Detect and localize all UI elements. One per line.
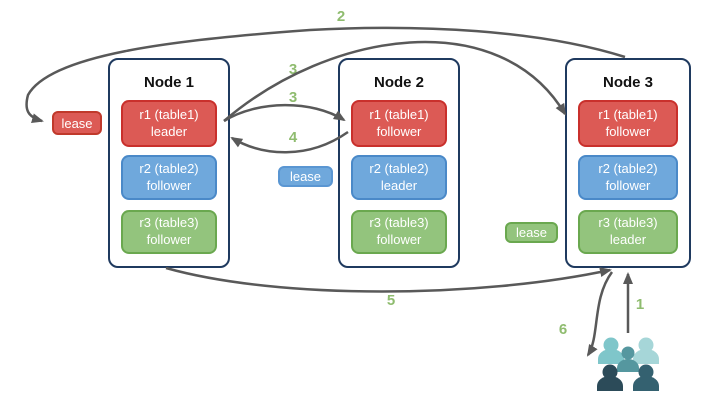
users-group-icon [597, 337, 659, 391]
step-label-1: 1 [635, 296, 645, 313]
node-2-replica-r1: r1 (table1) follower [351, 100, 447, 147]
step-label-6: 6 [558, 321, 568, 338]
node-2: Node 2 r1 (table1) follower r2 (table2) … [338, 58, 460, 268]
replica-name: r2 (table2) [139, 160, 199, 176]
replica-role: follower [376, 232, 422, 247]
node-3-replica-r3: r3 (table3) leader [578, 210, 678, 254]
node-1: Node 1 r1 (table1) leader r2 (table2) fo… [108, 58, 230, 268]
step-label-3b: 3 [288, 89, 298, 106]
replica-role: follower [146, 177, 192, 193]
lease-badge-table2: lease [278, 166, 333, 187]
replica-role: follower [605, 123, 651, 139]
replica-name: r1 (table1) [139, 106, 199, 122]
node-3-title: Node 3 [602, 74, 653, 91]
node-2-title: Node 2 [373, 74, 424, 91]
node-2-replica-r3: r3 (table3) follower [351, 210, 447, 254]
replica-name: r3 (table3) [369, 215, 429, 231]
replica-name: r2 (table2) [598, 160, 658, 176]
user-navy [633, 364, 659, 391]
step-label-2: 2 [336, 8, 346, 25]
arrow-step-3-to-node2 [223, 103, 346, 123]
replica-name: r3 (table3) [139, 215, 199, 231]
user-navy-dark [597, 364, 623, 391]
user-teal-mid [617, 346, 639, 372]
step-label-3a: 3 [288, 61, 298, 78]
node-3: Node 3 r1 (table1) follower r2 (table2) … [565, 58, 691, 268]
replica-role: leader [609, 232, 647, 247]
node-1-replica-r2: r2 (table2) follower [121, 155, 217, 200]
node-1-title: Node 1 [143, 74, 194, 91]
step-label-5: 5 [386, 292, 396, 309]
lease-badge-table1: lease [52, 111, 102, 135]
node-1-replica-r3: r3 (table3) follower [121, 210, 217, 254]
step-label-4: 4 [288, 129, 298, 146]
node-2-replica-r2: r2 (table2) leader [351, 155, 447, 200]
replica-role: leader [150, 123, 188, 139]
node-1-replica-r1: r1 (table1) leader [121, 100, 217, 147]
arrow-step-6 [586, 271, 614, 357]
replica-role: follower [376, 123, 422, 139]
lease-badge-table3: lease [505, 222, 558, 243]
replica-role: follower [605, 177, 651, 193]
replica-name: r3 (table3) [598, 215, 658, 231]
node-3-replica-r1: r1 (table1) follower [578, 100, 678, 147]
node-3-replica-r2: r2 (table2) follower [578, 155, 678, 200]
replica-name: r2 (table2) [369, 160, 429, 176]
user-teal-light [633, 337, 659, 364]
arrow-step-5 [165, 266, 612, 293]
replica-name: r1 (table1) [369, 106, 429, 122]
replica-role: leader [380, 177, 418, 193]
user-teal [598, 337, 624, 364]
replica-name: r1 (table1) [598, 106, 658, 122]
replica-role: follower [146, 232, 192, 247]
